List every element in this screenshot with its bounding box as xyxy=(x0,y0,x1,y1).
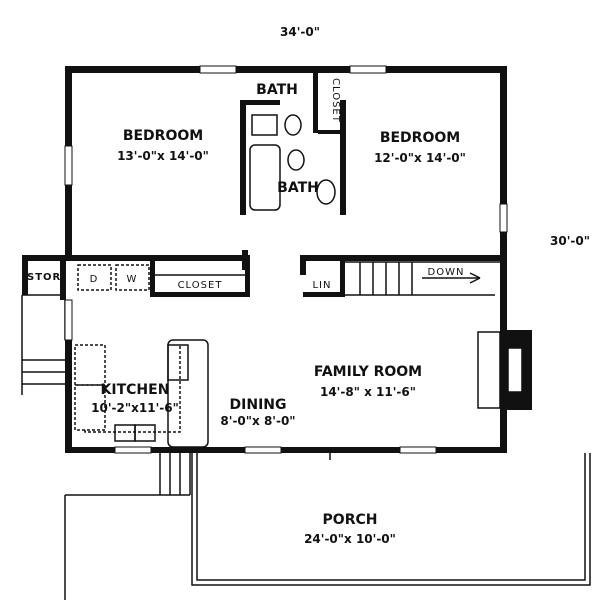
family-room-size: 14'-8" x 11'-6" xyxy=(320,385,416,399)
porch-size: 24'-0"x 10'-0" xyxy=(304,532,396,546)
bedroom-right-size: 12'-0"x 14'-0" xyxy=(374,151,466,165)
overall-width: 34'-0" xyxy=(280,25,320,39)
storage-label: STOR. xyxy=(27,272,66,283)
closet-upper-label: CLOSET xyxy=(330,78,341,123)
stairs xyxy=(345,261,500,296)
bedroom-right-label: BEDROOM xyxy=(380,130,460,146)
linen-label: LIN xyxy=(312,280,331,291)
windows xyxy=(64,65,508,454)
walls xyxy=(22,66,532,453)
fixtures xyxy=(21,114,591,600)
kitchen-label: KITCHEN xyxy=(101,382,170,398)
bath-lower-label: BATH xyxy=(277,180,319,196)
dryer-label: D xyxy=(90,274,99,285)
dining-label: DINING xyxy=(230,397,287,413)
porch-label: PORCH xyxy=(323,512,378,528)
dining-size: 8'-0"x 8'-0" xyxy=(220,414,295,428)
bedroom-left-label: BEDROOM xyxy=(123,128,203,144)
closet-lower-label: CLOSET xyxy=(178,280,223,291)
family-room-label: FAMILY ROOM xyxy=(314,364,422,380)
bedroom-left-size: 13'-0"x 14'-0" xyxy=(117,149,209,163)
washer-label: W xyxy=(127,274,138,285)
bath-upper-label: BATH xyxy=(256,82,298,98)
kitchen-size: 10'-2"x11'-6" xyxy=(91,401,179,415)
overall-depth: 30'-0" xyxy=(550,234,590,248)
stairs-down-label: DOWN xyxy=(428,267,465,278)
